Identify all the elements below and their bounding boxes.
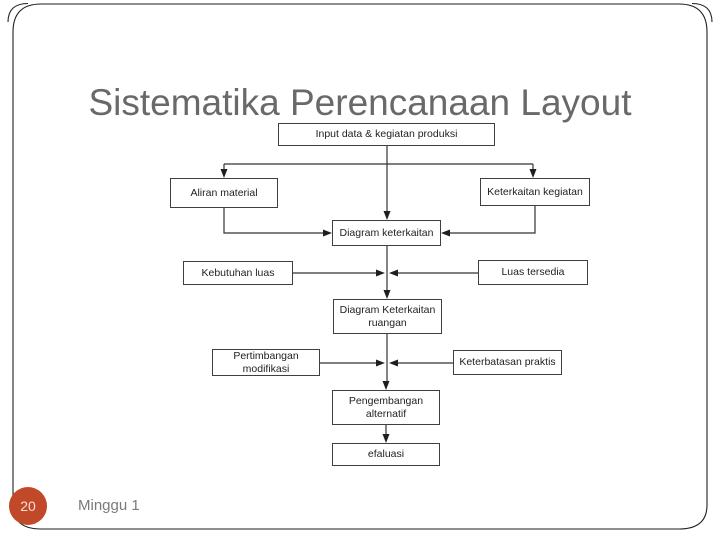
flowchart-node-diagram-keterkaitan: Diagram keterkaitan: [332, 220, 441, 246]
node-label: efaluasi: [367, 448, 405, 461]
node-label: Diagram Keterkaitan ruangan: [339, 303, 436, 329]
flowchart-node-kebutuhan-luas: Kebutuhan luas: [183, 261, 293, 285]
footer-week-label: Minggu 1: [78, 497, 140, 514]
flowchart-node-diagram-keterkaitan-ruangan: Diagram Keterkaitan ruangan: [333, 299, 442, 334]
page-title: Sistematika Perencanaan Layout: [88, 81, 632, 123]
flowchart-node-aliran-material: Aliran material: [170, 178, 278, 208]
flowchart-connectors: [223, 146, 536, 434]
flowchart-arrowheads: [220, 169, 537, 443]
node-label: Pertimbangan modifikasi: [233, 349, 299, 375]
flowchart-node-keterbatasan-praktis: Keterbatasan praktis: [453, 350, 562, 375]
node-label: Keterkaitan kegiatan: [487, 185, 583, 198]
flowchart-node-luas-tersedia: Luas tersedia: [478, 260, 588, 285]
node-label: Keterbatasan praktis: [459, 356, 556, 369]
node-label: Aliran material: [190, 186, 258, 199]
corner-curl-right: [691, 2, 713, 23]
node-label: Kebutuhan luas: [201, 266, 275, 279]
node-label: Pengembangan alternatif: [348, 394, 424, 420]
node-label: Luas tersedia: [501, 266, 565, 279]
node-label: Input data & kegiatan produksi: [315, 128, 458, 141]
flowchart-node-pertimbangan-modifikasi: Pertimbangan modifikasi: [212, 349, 320, 376]
flowchart-node-input: Input data & kegiatan produksi: [278, 123, 495, 146]
node-label: Diagram keterkaitan: [339, 226, 434, 239]
flowchart-node-keterkaitan-kegiatan: Keterkaitan kegiatan: [480, 178, 590, 206]
page-number: 20: [20, 498, 36, 514]
flowchart-node-efaluasi: efaluasi: [332, 443, 440, 466]
page-number-badge: 20: [9, 487, 47, 525]
corner-curl-left: [7, 2, 29, 23]
flowchart-node-pengembangan-alternatif: Pengembangan alternatif: [332, 390, 440, 425]
slide-border: [7, 2, 713, 530]
